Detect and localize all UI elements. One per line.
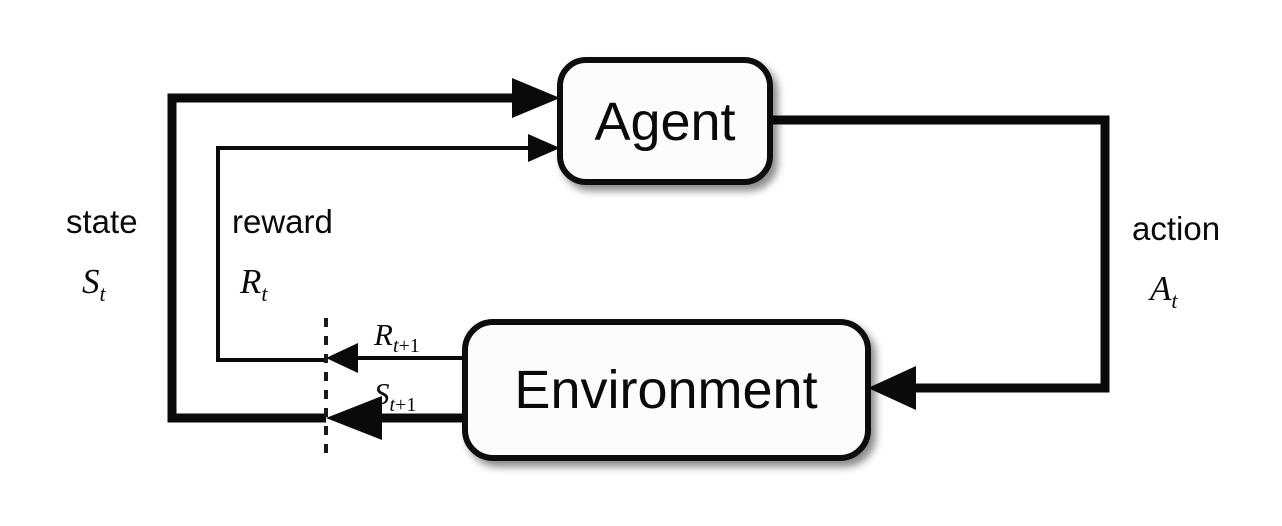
state-symbol-label: St <box>82 262 107 306</box>
next-reward-label: Rt+1 <box>373 317 420 357</box>
action-arrowhead-icon <box>868 366 916 410</box>
reward-arrowhead-icon <box>528 134 560 162</box>
action-word-label: action <box>1132 210 1220 247</box>
environment-box[interactable] <box>462 319 871 461</box>
agent-label: Agent <box>594 92 735 152</box>
label-reward: reward Rt <box>232 203 333 306</box>
state-flow-line <box>167 93 512 423</box>
node-environment[interactable]: Environment <box>462 319 871 461</box>
label-state: state St <box>66 203 138 306</box>
edge-reward-to-agent <box>216 134 560 362</box>
state-word-label: state <box>66 203 138 240</box>
node-agent[interactable]: Agent <box>557 57 773 185</box>
reward-symbol-label: Rt <box>239 262 268 306</box>
reward-word-label: reward <box>232 203 333 240</box>
environment-label: Environment <box>514 360 817 420</box>
edge-environment-reward-out <box>326 343 465 373</box>
agent-box[interactable] <box>557 57 773 185</box>
label-action: action At <box>1132 210 1220 313</box>
edge-state-to-agent <box>167 78 560 423</box>
action-flow-line <box>770 115 1110 393</box>
edge-environment-state-out <box>326 396 465 440</box>
next-state-arrowhead-icon <box>326 396 382 440</box>
next-state-label: St+1 <box>374 376 416 416</box>
action-symbol-label: At <box>1148 269 1178 313</box>
next-reward-arrowhead-icon <box>326 343 358 373</box>
edge-agent-to-environment <box>770 115 1110 410</box>
reward-flow-line <box>216 146 528 362</box>
state-arrowhead-icon <box>512 78 560 118</box>
